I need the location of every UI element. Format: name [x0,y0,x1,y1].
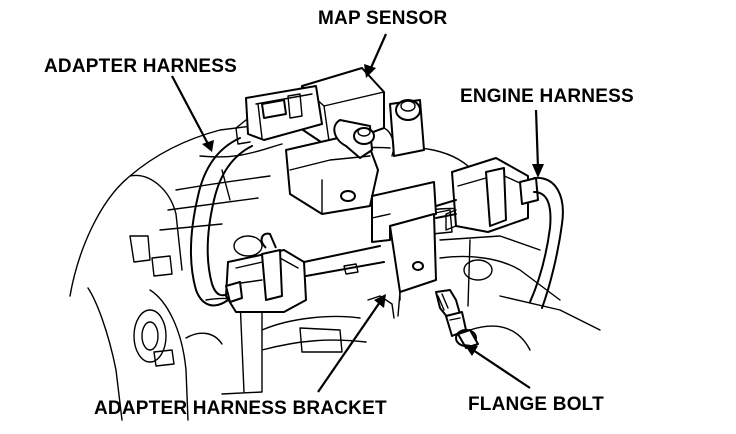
label-map-sensor: MAP SENSOR [318,8,447,29]
adapter-harness-upper-connector [235,85,323,145]
engine-harness-connector [445,157,539,233]
harness-to-bracket [303,245,385,277]
label-engine-harness: ENGINE HARNESS [460,86,634,107]
engine-harness-leader [534,109,540,169]
flange-bolt-leader [469,347,531,389]
flange-bolt [435,289,479,349]
intake-manifold-body [69,119,601,421]
leader-lines [171,33,544,393]
adapter-harness-leader [171,75,209,145]
adapter-harness-bracket-leader [317,301,381,393]
label-adapter-harness-bracket: ADAPTER HARNESS BRACKET [94,398,387,419]
adapter-harness-lower-connector [225,232,307,313]
adapter-harness-bracket [371,181,437,317]
adapter-harness-wire [189,137,253,307]
map-sensor [285,67,425,215]
map-sensor-leader [368,33,388,71]
label-flange-bolt: FLANGE BOLT [468,394,604,415]
engine-harness-wire [435,176,564,309]
label-adapter-harness: ADAPTER HARNESS [44,56,237,77]
